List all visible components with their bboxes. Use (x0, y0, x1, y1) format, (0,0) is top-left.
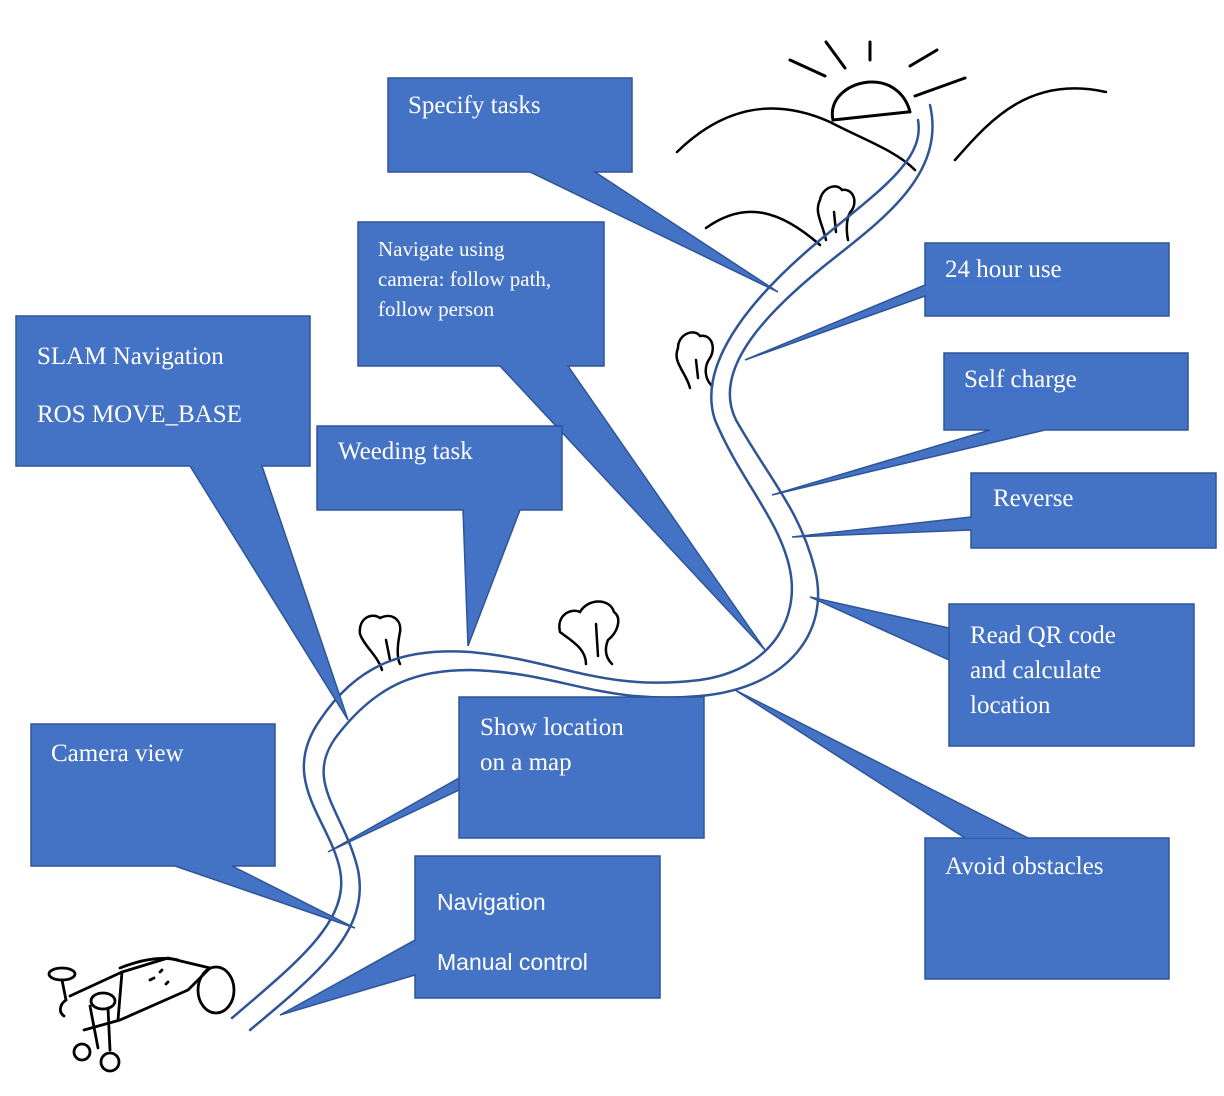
callout-weeding (316, 425, 563, 647)
navigation-label: Navigation Manual control (437, 872, 588, 992)
callout-show-location (327, 696, 705, 853)
show-location-line-2: on a map (480, 749, 572, 776)
callout-24-hour (744, 242, 1170, 361)
callout-self-charge (771, 352, 1189, 496)
callout-navigation (279, 855, 661, 1016)
callout-qr-code (809, 596, 1195, 747)
self-charge-label: Self charge (964, 366, 1077, 395)
navigate-camera-line-1: Navigate using (378, 237, 505, 261)
navigate-camera-label: Navigate using camera: follow path, foll… (378, 234, 551, 324)
tree-icon (358, 614, 402, 672)
navigate-camera-line-3: follow person (378, 297, 495, 321)
road-icon (230, 103, 934, 1032)
qr-code-label: Read QR code and calculate location (970, 618, 1116, 723)
callout-specify-tasks (387, 77, 779, 293)
callout-navigate-camera (357, 221, 766, 651)
qr-code-line-1: Read QR code (970, 622, 1116, 649)
self-charge-text: Self charge (964, 366, 1077, 393)
robot-icon (47, 956, 236, 1073)
navigation-line-1: Navigation (437, 889, 546, 915)
slam-label: SLAM Navigation ROS MOVE_BASE (37, 328, 242, 444)
callout-avoid-obstacles (734, 689, 1170, 980)
qr-code-line-3: location (970, 692, 1051, 719)
slam-line-2: ROS MOVE_BASE (37, 401, 242, 428)
navigation-line-2: Manual control (437, 949, 588, 975)
callout-camera-view (30, 723, 356, 929)
reverse-label: Reverse (993, 485, 1074, 512)
camera-view-label: Camera view (51, 740, 184, 767)
hour-use-text: 24 hour use (945, 256, 1062, 283)
tree-icon (816, 185, 856, 242)
avoid-obstacles-label: Avoid obstacles (945, 853, 1104, 880)
show-location-line-1: Show location (480, 714, 624, 741)
show-location-label: Show location on a map (480, 710, 624, 780)
hour-use-label: 24 hour use (945, 256, 1062, 285)
sun-icon (788, 40, 967, 122)
slam-line-1: SLAM Navigation (37, 343, 224, 370)
weeding-label: Weeding task (338, 438, 473, 465)
callout-reverse (791, 472, 1217, 549)
navigate-camera-line-2: camera: follow path, (378, 267, 552, 291)
callout-slam (15, 315, 349, 721)
specify-tasks-label: Specify tasks (408, 92, 541, 119)
tree-icon (675, 331, 714, 390)
hills-icon (675, 87, 1108, 247)
qr-code-line-2: and calculate (970, 657, 1102, 684)
tree-icon (558, 600, 620, 666)
